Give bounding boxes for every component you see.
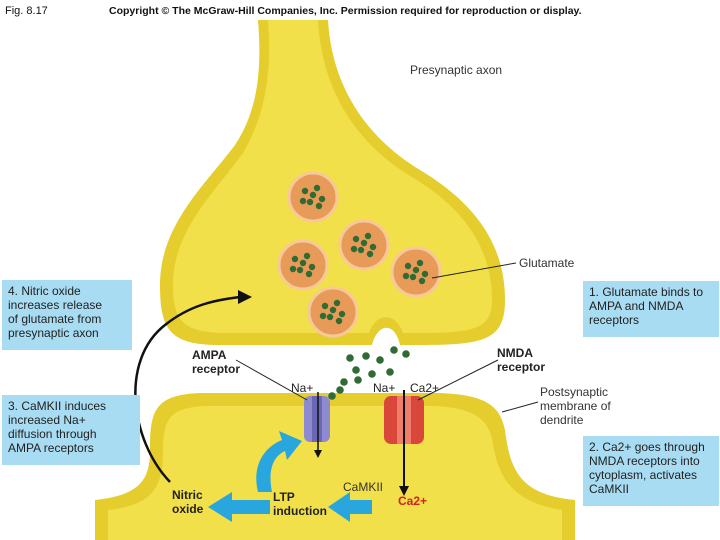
step-1-box: 1. Glutamate binds to AMPA and NMDA rece… <box>583 281 719 337</box>
glutamate-molecule <box>412 266 420 274</box>
nmda-ca-ion-label: Ca2+ <box>410 381 440 395</box>
glutamate-molecule <box>333 299 341 307</box>
glutamate-molecule <box>352 366 360 374</box>
glutamate-molecule <box>350 245 358 253</box>
glutamate-molecule <box>346 354 354 362</box>
glutamate-molecule <box>418 277 426 285</box>
glutamate-molecule <box>354 376 362 384</box>
step-2-text: 2. Ca2+ goes through NMDA receptors into… <box>589 440 705 496</box>
ltp-to-ampa-arrow <box>256 431 302 492</box>
glutamate-molecule <box>404 262 412 270</box>
ampa-leader <box>235 359 308 401</box>
nmda-leader <box>417 359 499 401</box>
glutamate-molecule <box>313 184 321 192</box>
step-2-box: 2. Ca2+ goes through NMDA receptors into… <box>583 436 719 506</box>
postsynaptic-membrane-label: Postsynaptic membrane of dendrite <box>540 385 611 427</box>
glutamate-molecule <box>306 198 314 206</box>
step-3-box: 3. CaMKII induces increased Na+ diffusio… <box>2 395 140 465</box>
glutamate-molecule <box>321 302 329 310</box>
glutamate-molecule <box>315 202 323 210</box>
glutamate-molecule <box>301 187 309 195</box>
step-4-box: 4. Nitric oxide increases release of glu… <box>2 280 132 350</box>
nmda-na-ion-label: Na+ <box>373 381 396 395</box>
glutamate-molecule <box>309 191 317 199</box>
glutamate-molecule <box>305 270 313 278</box>
glutamate-molecule <box>335 317 343 325</box>
glutamate-molecule <box>352 235 360 243</box>
copyright-notice: Copyright © The McGraw-Hill Companies, I… <box>109 5 582 17</box>
vesicle-group <box>277 171 442 338</box>
glutamate-molecule <box>338 310 346 318</box>
glutamate-molecule <box>409 273 417 281</box>
calcium-inside-label: Ca2+ <box>398 494 428 508</box>
glutamate-molecule <box>369 243 377 251</box>
glutamate-molecule <box>390 346 398 354</box>
released-glutamate <box>328 346 410 400</box>
glutamate-molecule <box>386 368 394 376</box>
nitric-oxide-label: Nitric oxide <box>172 488 204 516</box>
nitric-oxide-feedback-arrow <box>134 295 241 483</box>
glutamate-molecule <box>336 386 344 394</box>
nmda-receptor-label: NMDA receptor <box>497 346 546 374</box>
glutamate-molecule <box>299 259 307 267</box>
ampa-receptor <box>304 392 330 458</box>
glutamate-molecule <box>296 266 304 274</box>
glutamate-molecule <box>289 265 297 273</box>
glutamate-molecule <box>329 306 337 314</box>
glutamate-leader <box>431 262 517 279</box>
step-3-text: 3. CaMKII induces increased Na+ diffusio… <box>8 399 107 455</box>
ltp-to-nitric-arrow <box>208 492 270 522</box>
glutamate-molecule <box>291 255 299 263</box>
ltp-induction-label: LTP induction <box>273 490 327 518</box>
glutamate-molecule <box>318 195 326 203</box>
glutamate-molecule <box>402 272 410 280</box>
step-4-text: 4. Nitric oxide increases release of glu… <box>8 284 103 340</box>
presynaptic-axon-label: Presynaptic axon <box>410 63 503 77</box>
step-1-text: 1. Glutamate binds to AMPA and NMDA rece… <box>589 285 704 327</box>
glutamate-molecule <box>303 252 311 260</box>
glutamate-molecule <box>362 352 370 360</box>
nmda-receptor <box>384 390 424 496</box>
glutamate-molecule <box>340 378 348 386</box>
glutamate-molecule <box>364 232 372 240</box>
ampa-receptor-label: AMPA receptor <box>192 348 241 376</box>
camkii-to-ltp-arrow <box>328 492 372 522</box>
glutamate-molecule <box>376 356 384 364</box>
glutamate-molecule <box>360 239 368 247</box>
glutamate-molecule <box>402 350 410 358</box>
blue-arrows <box>208 431 372 522</box>
glutamate-molecule <box>368 370 376 378</box>
glutamate-molecule <box>366 250 374 258</box>
glutamate-molecule <box>299 197 307 205</box>
postsynaptic-leader <box>501 401 539 413</box>
camkii-label: CaMKII <box>343 480 384 494</box>
ampa-na-ion-label: Na+ <box>291 381 314 395</box>
glutamate-molecule <box>319 312 327 320</box>
glutamate-molecule <box>328 392 336 400</box>
glutamate-molecule <box>308 263 316 271</box>
glutamate-molecule <box>326 313 334 321</box>
glutamate-label: Glutamate <box>519 256 575 270</box>
glutamate-molecule <box>421 270 429 278</box>
figure-label: Fig. 8.17 <box>5 5 48 17</box>
glutamate-molecule <box>416 259 424 267</box>
glutamate-molecule <box>357 246 365 254</box>
